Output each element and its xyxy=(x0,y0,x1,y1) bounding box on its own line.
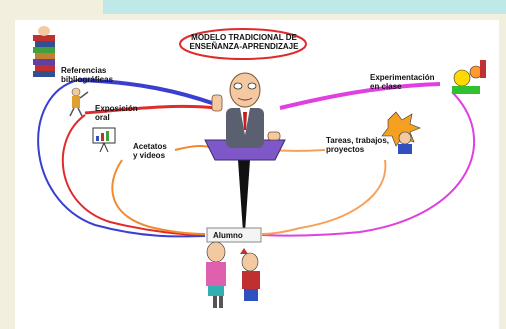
node-experimentacion-line-1: Experimentación xyxy=(370,73,435,82)
lecturer-icon xyxy=(69,87,89,117)
node-tareas-line-1: Tareas, trabajos, xyxy=(326,136,389,145)
experiment-icon xyxy=(452,60,486,94)
link-exposicion xyxy=(61,114,206,236)
link-acetatos xyxy=(111,159,206,235)
title-oval xyxy=(179,28,307,60)
node-acetatos: Acetatos y videos xyxy=(133,142,167,160)
homework-bam-icon xyxy=(381,111,421,154)
node-referencias: Referencias bibliográficas xyxy=(61,66,113,84)
title-line-1: MODELO TRADICIONAL DE xyxy=(191,33,297,42)
link-experimentacion xyxy=(261,91,476,237)
link-acetatos-to-teacher xyxy=(174,144,213,151)
alumno-box xyxy=(206,227,262,243)
node-acetatos-line-2: y videos xyxy=(133,151,166,160)
node-referencias-line-2: bibliográficas xyxy=(61,75,114,84)
node-exposicion-line-2: oral xyxy=(95,113,110,122)
node-experimentacion: Experimentación en clase xyxy=(370,73,434,91)
node-exposicion: Exposición oral xyxy=(95,104,138,122)
link-exposicion-to-teacher xyxy=(84,104,216,115)
node-exposicion-line-1: Exposición xyxy=(95,104,138,113)
students-illustration xyxy=(206,241,260,308)
link-referencias-to-teacher xyxy=(77,78,216,106)
projector-board-icon xyxy=(92,127,116,153)
title-label: MODELO TRADICIONAL DE ENSEÑANZA-APRENDIZ… xyxy=(184,33,304,51)
node-acetatos-line-1: Acetatos xyxy=(133,142,167,151)
node-tareas: Tareas, trabajos, proyectos xyxy=(326,136,389,154)
link-experimentacion-to-teacher xyxy=(279,82,441,110)
node-experimentacion-line-2: en clase xyxy=(370,82,402,91)
node-alumno: Alumno xyxy=(213,231,243,240)
title-line-2: ENSEÑANZA-APRENDIZAJE xyxy=(189,42,299,51)
node-referencias-line-1: Referencias xyxy=(61,66,107,75)
link-tareas xyxy=(261,159,387,235)
node-tareas-line-2: proyectos xyxy=(326,145,365,154)
books-stack-icon xyxy=(33,26,55,77)
link-teacher-to-alumno xyxy=(238,160,250,232)
link-referencias xyxy=(37,79,206,238)
top-band xyxy=(103,0,506,14)
teacher-illustration xyxy=(204,72,286,161)
